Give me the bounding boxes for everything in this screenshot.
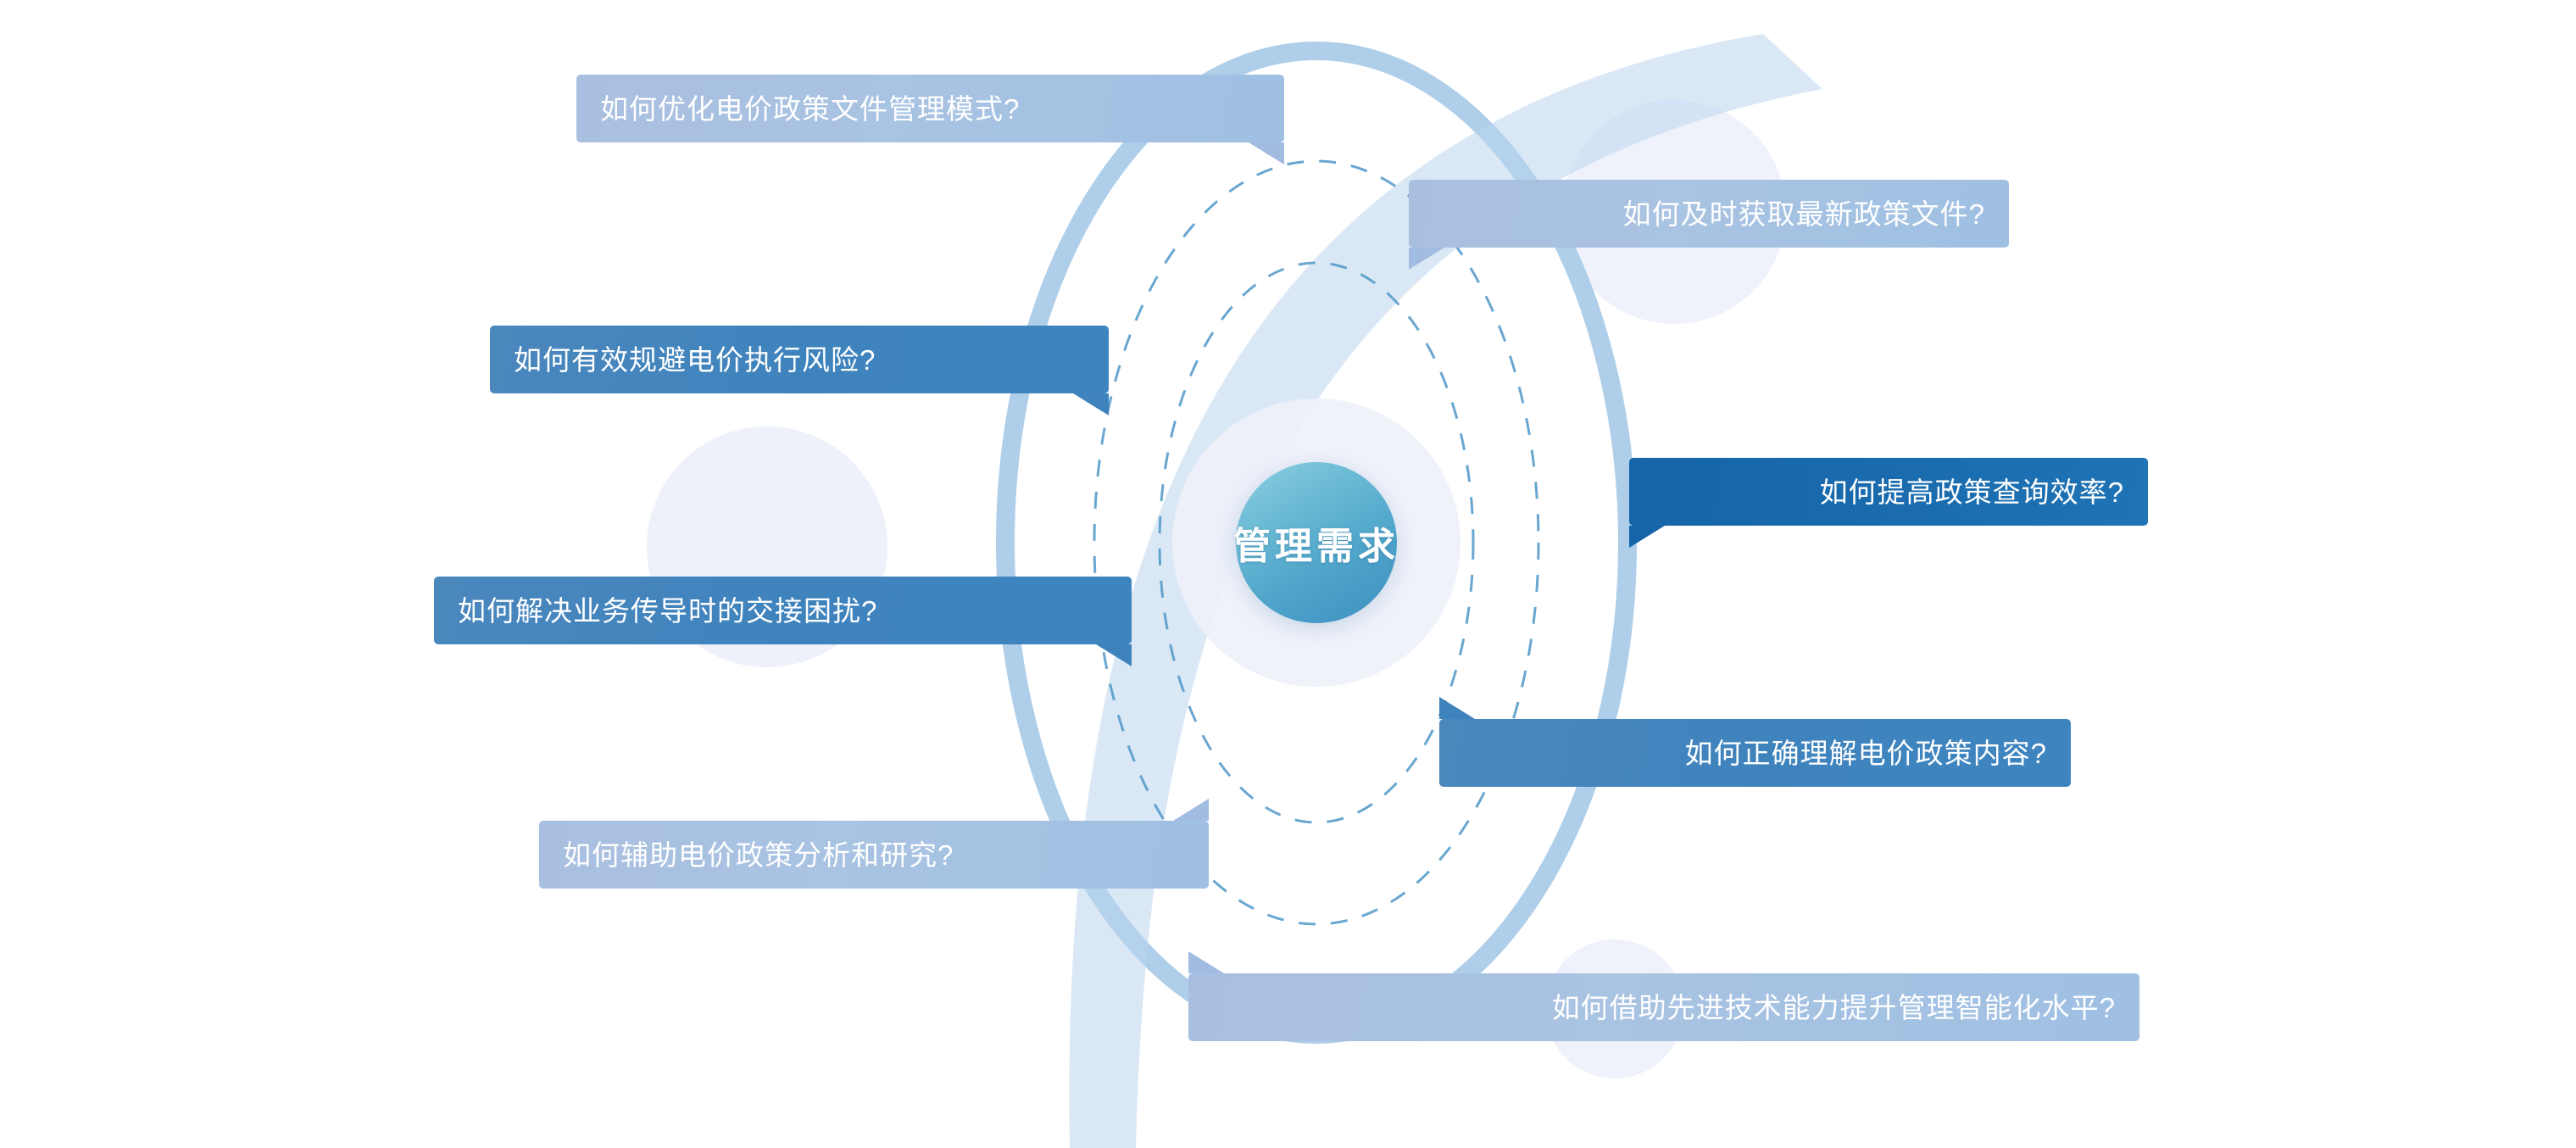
banner-label: 如何有效规避电价执行风险? xyxy=(514,343,876,376)
banner-tail-icon xyxy=(1096,644,1132,666)
banner-understand-policy-content[interactable]: 如何正确理解电价政策内容? xyxy=(1439,697,2071,787)
banner-optimize-management-mode[interactable]: 如何优化电价政策文件管理模式? xyxy=(576,75,1284,164)
banner-tail-icon xyxy=(1073,393,1109,415)
banner-raise-intelligence-level[interactable]: 如何借助先进技术能力提升管理智能化水平? xyxy=(1188,951,2139,1041)
banner-assist-policy-analysis[interactable]: 如何辅助电价政策分析和研究? xyxy=(539,799,1209,889)
middle-dashed-ring xyxy=(1093,159,1540,926)
banner-tail-icon xyxy=(1249,142,1284,164)
banner-tail-icon xyxy=(1188,951,1224,973)
banner-label: 如何提高政策查询效率? xyxy=(1819,476,2124,508)
banner-tail-icon xyxy=(1439,697,1475,719)
center-hub-label: 管理需求 xyxy=(1233,526,1399,567)
banner-label: 如何辅助电价政策分析和研究? xyxy=(563,839,954,871)
banner-label: 如何借助先进技术能力提升管理智能化水平? xyxy=(1551,991,2116,1023)
banner-solve-handover-trouble[interactable]: 如何解决业务传导时的交接困扰? xyxy=(434,577,1132,666)
banner-label: 如何优化电价政策文件管理模式? xyxy=(600,92,1021,125)
center-hub: 管理需求 xyxy=(1233,462,1399,623)
banner-get-latest-policy-files[interactable]: 如何及时获取最新政策文件? xyxy=(1409,180,2009,270)
inner-dashed-ring xyxy=(1158,261,1475,824)
banner-tail-icon xyxy=(1409,248,1444,270)
banner-label: 如何正确理解电价政策内容? xyxy=(1684,737,2047,769)
banner-avoid-execution-risk[interactable]: 如何有效规避电价执行风险? xyxy=(490,326,1109,415)
banner-tail-icon xyxy=(1629,526,1665,548)
banner-label: 如何解决业务传导时的交接困扰? xyxy=(458,594,878,627)
banner-tail-icon xyxy=(1173,799,1209,821)
banner-improve-query-efficiency[interactable]: 如何提高政策查询效率? xyxy=(1629,458,2148,548)
banner-label: 如何及时获取最新政策文件? xyxy=(1622,198,1985,230)
